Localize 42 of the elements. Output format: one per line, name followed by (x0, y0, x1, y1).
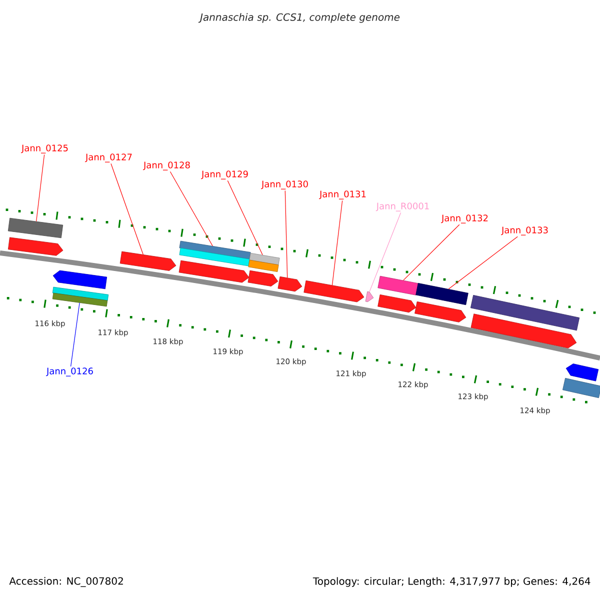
gene-bar (52, 286, 109, 301)
gene-block (120, 251, 176, 271)
leader-line (332, 200, 343, 286)
gene-block (278, 276, 302, 292)
gene-bar (52, 292, 108, 307)
leader-line (70, 302, 80, 367)
gene-label: Jann_0125 (21, 144, 68, 154)
gene-block (248, 270, 278, 286)
gene-bar (248, 260, 279, 272)
gene-label: Jann_0130 (261, 180, 308, 190)
gene-bar (470, 294, 580, 331)
gene-bar (179, 248, 250, 266)
leader-line (369, 212, 402, 292)
leader-line (284, 190, 288, 278)
gene-label: Jann_0127 (85, 154, 132, 162)
gene-bar (378, 276, 418, 296)
gene-label: Jann_0126 (46, 368, 93, 376)
gene-block (566, 364, 599, 382)
gene-label: Jann_0129 (201, 170, 248, 180)
gene-label: Jann_0132 (441, 214, 488, 224)
leader-line (36, 154, 45, 222)
footer-text: Accession: NC_007802 (9, 577, 123, 587)
gene-bar (416, 282, 468, 306)
gene-block (365, 291, 374, 302)
gene-label: Jann_0128 (143, 162, 190, 170)
footer-text: Topology: circular; Length: 4,317,977 bp; Genes: 4,264 (312, 577, 590, 587)
gene-block (52, 270, 108, 290)
gene-block (470, 314, 577, 348)
gene-block (8, 237, 64, 256)
gene-bar (8, 218, 64, 238)
gene-bar (179, 240, 251, 260)
leader-line (227, 180, 263, 256)
gene-bar (562, 378, 600, 398)
leader-line (448, 236, 518, 290)
leader-line (110, 163, 144, 255)
gene-label: Jann_R0001 (376, 202, 429, 212)
gene-block (378, 294, 416, 313)
gene-label: Jann_0133 (501, 226, 548, 236)
title: Jannaschia sp. CCS1, complete genome (198, 13, 400, 23)
gene-label: Jann_0131 (319, 190, 366, 200)
gene-bar (249, 252, 280, 266)
gene-block (414, 301, 466, 322)
